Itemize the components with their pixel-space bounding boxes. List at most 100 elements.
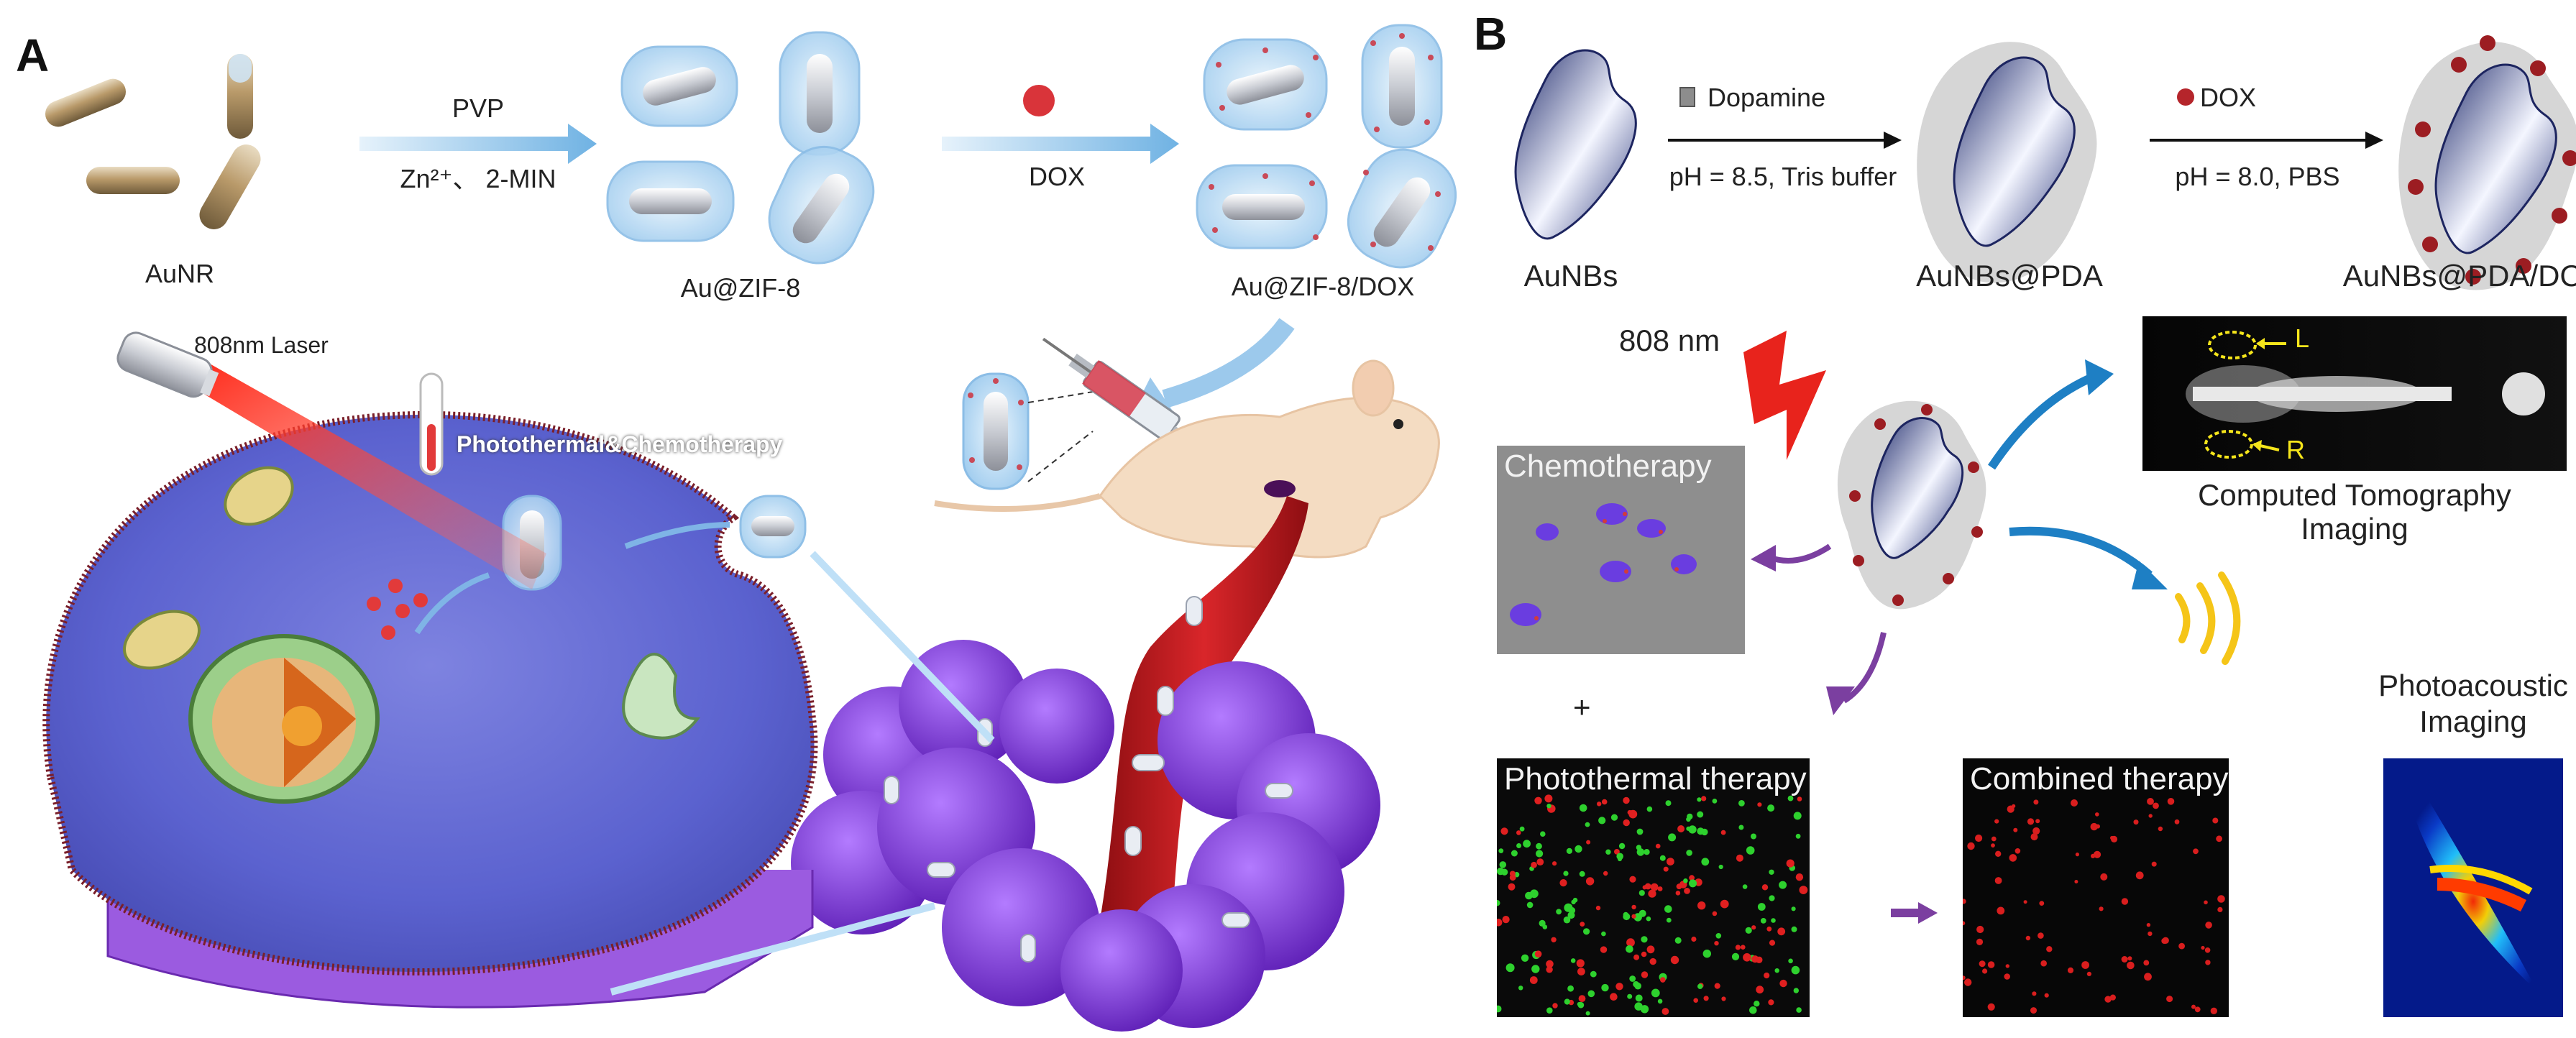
fluorescence-dot [1505,963,1515,973]
fluorescence-dot [2205,922,2212,929]
fluorescence-dot [1774,968,1779,973]
aunb-particle [1514,49,1637,240]
fluorescence-dot [1579,871,1585,877]
fluorescence-dot [1636,848,1645,856]
step2-bottom-label: pH = 8.0, PBS [2175,162,2340,191]
fluorescence-dot [1646,945,1655,954]
fluorescence-dot [1583,928,1590,935]
fluorescence-dot [2090,822,2098,831]
fluorescence-dot [1987,961,1995,968]
fluorescence-dot [1546,960,1554,968]
fluorescence-dot [1964,978,1972,986]
fluorescence-dot [2093,850,2101,858]
fluorescence-dot [1610,993,1618,1001]
fluorescence-dot [1629,876,1636,883]
fluorescence-dot [1995,850,2002,857]
fluorescence-dot [1769,940,1776,946]
fluorescence-dot [1665,800,1672,807]
fluorescence-dot [1551,937,1557,942]
therapy-label: Photothermal&Chemotherapy [457,431,783,457]
fluorescence-dot [2038,932,2044,939]
fluorescence-dot [1641,971,1649,978]
fluorescence-dot [1629,975,1636,982]
fluorescence-dot [1636,828,1644,835]
fluorescence-dot [1683,878,1688,883]
fluorescence-dot [1580,922,1585,927]
au-zif8-particles [606,31,875,265]
fluorescence-dot [1657,998,1663,1004]
fluorescence-dot [1769,869,1774,875]
fluorescence-dot [1516,843,1522,848]
panel-a-letter: A [16,29,50,81]
fluorescence-dot [1743,953,1751,962]
fluorescence-dot [1796,1007,1802,1013]
fluorescence-dot [2204,947,2211,953]
fluorescence-dot [1559,879,1567,887]
fluorescence-dot [1693,998,1698,1003]
fluorescence-dot [1768,999,1774,1006]
fluorescence-dot [1603,871,1608,876]
fluorescence-dot [1579,804,1587,812]
fluorescence-dot [1598,817,1606,825]
au-zif8-label: Au@ZIF-8 [680,273,801,303]
fluorescence-dot [1749,1006,1757,1014]
fluorescence-dot [1697,827,1705,835]
fluorescence-dot [1738,825,1744,830]
combined-title: Combined therapy [1970,761,2229,796]
fluorescence-dot [1795,833,1801,839]
fluorescence-dot [1587,990,1595,998]
fluorescence-dot [1519,826,1525,832]
fluorescence-dot [2005,964,2009,968]
fluorescence-dot [1531,861,1537,868]
fluorescence-dot [2039,901,2045,906]
fluorescence-dot [2099,906,2104,911]
fluorescence-dot [1720,899,1729,909]
fluorescence-dot [1534,796,1542,804]
fluorescence-dot [1791,965,1800,975]
fluorescence-dot [1991,836,1997,842]
fluorescence-dot [1736,854,1743,862]
fluorescence-dot [1649,957,1656,965]
fluorescence-dot [1531,965,1540,973]
fluorescence-dot [1585,877,1595,886]
fluorescence-dot [2158,826,2163,832]
fluorescence-dot [1615,983,1623,991]
arrow-to-chemo [1767,543,1832,564]
fluorescence-dot [1674,937,1682,944]
step1-bottom-label: pH = 8.5, Tris buffer [1669,162,1897,191]
chemo-title: Chemotherapy [1504,449,1712,484]
fluorescence-dot [1564,903,1573,912]
pa-caption-line1: Photoacoustic [2378,669,2568,702]
fluorescence-dot [1585,1011,1590,1016]
fluorescence-dot [1667,858,1674,865]
fluorescence-dot [1516,830,1521,835]
fluorescence-dot [1521,954,1529,962]
fluorescence-dot [1994,819,1999,824]
fluorescence-dot [1703,996,1709,1001]
fluorescence-dot [1536,850,1544,858]
fluorescence-dot [2166,996,2173,1003]
fluorescence-dot [1689,875,1695,881]
pa-image [2383,758,2563,1017]
fluorescence-dot [1677,825,1685,832]
fluorescence-dot [2133,819,2139,825]
fluorescence-dot [1597,802,1602,807]
ptt-micrograph: Photothermal therapy [1497,758,1810,1017]
step1-bottom-label: Zn²⁺、 2-MIN [400,164,556,193]
fluorescence-dot [1618,842,1626,850]
fluorescence-dot [1697,983,1703,989]
fluorescence-dot [1508,883,1516,891]
fluorescence-dot [1635,994,1643,1002]
fluorescence-dot [2148,814,2153,818]
fluorescence-dot [2143,960,2150,966]
fluorescence-dot [2009,854,2017,862]
fluorescence-dot [1670,955,1679,965]
fluorescence-dot [2025,935,2031,941]
fluorescence-dot [1731,952,1740,960]
panel-b: B [1459,0,2576,1038]
fluorescence-dot [1552,1003,1558,1009]
fluorescence-dot [1791,906,1796,911]
fluorescence-dot [1499,861,1507,868]
fluorescence-dot [1546,966,1553,973]
fluorescence-dot [1979,960,1986,968]
